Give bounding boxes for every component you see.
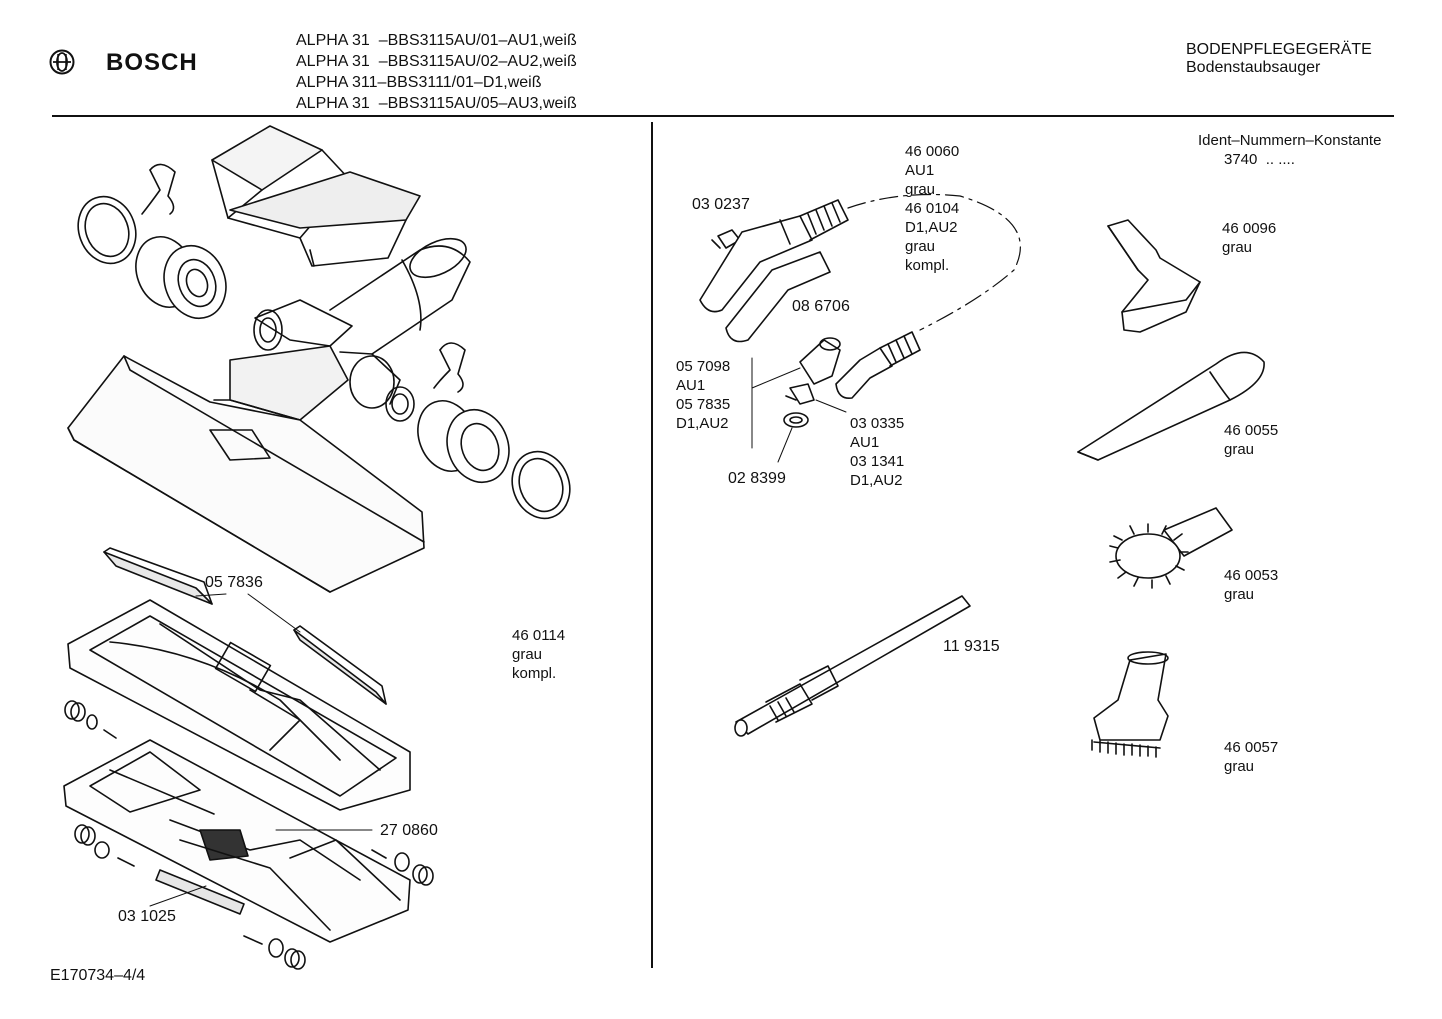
label-030237: 03 0237	[692, 196, 750, 213]
roller-set-lower-right	[371, 849, 434, 886]
clip-030335	[785, 383, 815, 405]
category-title: BODENPFLEGEGERÄTE	[1186, 41, 1372, 58]
wheel-ring-left	[77, 195, 137, 265]
label-460096-number: 46 0096	[1222, 220, 1277, 237]
header-divider	[52, 115, 1394, 117]
label-460060-line-3: grau	[905, 181, 936, 198]
label-460053-color: grau	[1224, 586, 1255, 603]
spring-clip-top	[141, 163, 176, 215]
model-line-4: ALPHA 31 –BBS3115AU/05–AU3,weiß	[296, 95, 577, 112]
wheel-right	[417, 400, 510, 484]
roller-set-upper-left	[64, 700, 117, 739]
swivel-joint	[213, 237, 471, 439]
label-057098-line-3: 05 7835	[676, 396, 731, 413]
label-057098-line-2: AU1	[676, 377, 706, 394]
label-460060-line-2: AU1	[905, 162, 935, 179]
label-086706: 08 6706	[792, 298, 850, 315]
upholstery-nozzle-460096	[1107, 219, 1201, 333]
wheel-left	[135, 236, 227, 320]
label-030335-line-4: D1,AU2	[850, 472, 903, 489]
drawing-id: E170734–4/4	[50, 967, 146, 984]
spring-clip-right	[433, 342, 466, 393]
model-line-3: ALPHA 311–BBS3111/01–D1,weiß	[296, 74, 542, 91]
label-460114-note: kompl.	[512, 665, 557, 682]
label-460060-line-6: grau	[905, 238, 936, 255]
label-057098-line-1: 05 7098	[676, 358, 731, 375]
label-460057-color: grau	[1224, 758, 1255, 775]
seal-strip-right	[293, 625, 387, 705]
label-031025: 03 1025	[118, 908, 176, 925]
extension-tube-119315	[734, 595, 971, 737]
model-line-2: ALPHA 31 –BBS3115AU/02–AU2,weiß	[296, 53, 577, 70]
hose-connector-057098	[799, 337, 841, 385]
nozzle-cover-flap	[211, 125, 421, 267]
label-460114-color: grau	[512, 646, 543, 663]
label-270860: 27 0860	[380, 822, 438, 839]
label-057098-line-4: D1,AU2	[676, 415, 729, 432]
frame-plate	[67, 599, 411, 811]
dusting-brush-460053	[1109, 507, 1233, 589]
label-030335-line-2: AU1	[850, 434, 880, 451]
hose-handle-460060	[699, 199, 849, 313]
label-460060-line-4: 46 0104	[905, 200, 960, 217]
label-460055-number: 46 0055	[1224, 422, 1279, 439]
label-028399: 02 8399	[728, 470, 786, 487]
handle-insert-086706	[725, 251, 831, 343]
label-460060-line-1: 46 0060	[905, 143, 960, 160]
hose-end-connector	[835, 331, 921, 400]
ident-value: 3740 .. ....	[1224, 151, 1295, 168]
label-460114-number: 46 0114	[512, 627, 566, 644]
label-030335-line-1: 03 0335	[850, 415, 905, 432]
label-460057-number: 46 0057	[1224, 739, 1279, 756]
model-line-1: ALPHA 31 –BBS3115AU/01–AU1,weiß	[296, 32, 577, 49]
label-030335-line-3: 03 1341	[850, 453, 905, 470]
seal-strip-031025	[155, 869, 245, 915]
label-460053-number: 46 0053	[1224, 567, 1279, 584]
roller-set-bottom	[243, 935, 306, 970]
brand-name: BOSCH	[106, 49, 198, 76]
sole-plate	[63, 739, 411, 943]
label-460055-color: grau	[1224, 441, 1255, 458]
crevice-nozzle-460055	[1077, 351, 1265, 461]
label-460096-color: grau	[1222, 239, 1253, 256]
category-subtitle: Bodenstaubsauger	[1186, 59, 1321, 76]
wheel-ring-right	[511, 450, 571, 520]
label-460060-line-5: D1,AU2	[905, 219, 958, 236]
label-057836: 05 7836	[205, 574, 263, 591]
roller-set-lower-left	[74, 824, 135, 867]
hose-dashed	[847, 193, 1021, 331]
brush-nozzle-460057	[1091, 651, 1169, 758]
seal-strip-057836	[103, 547, 213, 605]
center-divider	[651, 122, 653, 968]
bosch-armature-icon	[49, 49, 75, 75]
ring-028399	[783, 412, 809, 428]
nozzle-housing	[67, 355, 425, 593]
label-119315: 11 9315	[943, 638, 1000, 655]
label-460060-line-7: kompl.	[905, 257, 950, 274]
ident-title: Ident–Nummern–Konstante	[1198, 132, 1382, 149]
